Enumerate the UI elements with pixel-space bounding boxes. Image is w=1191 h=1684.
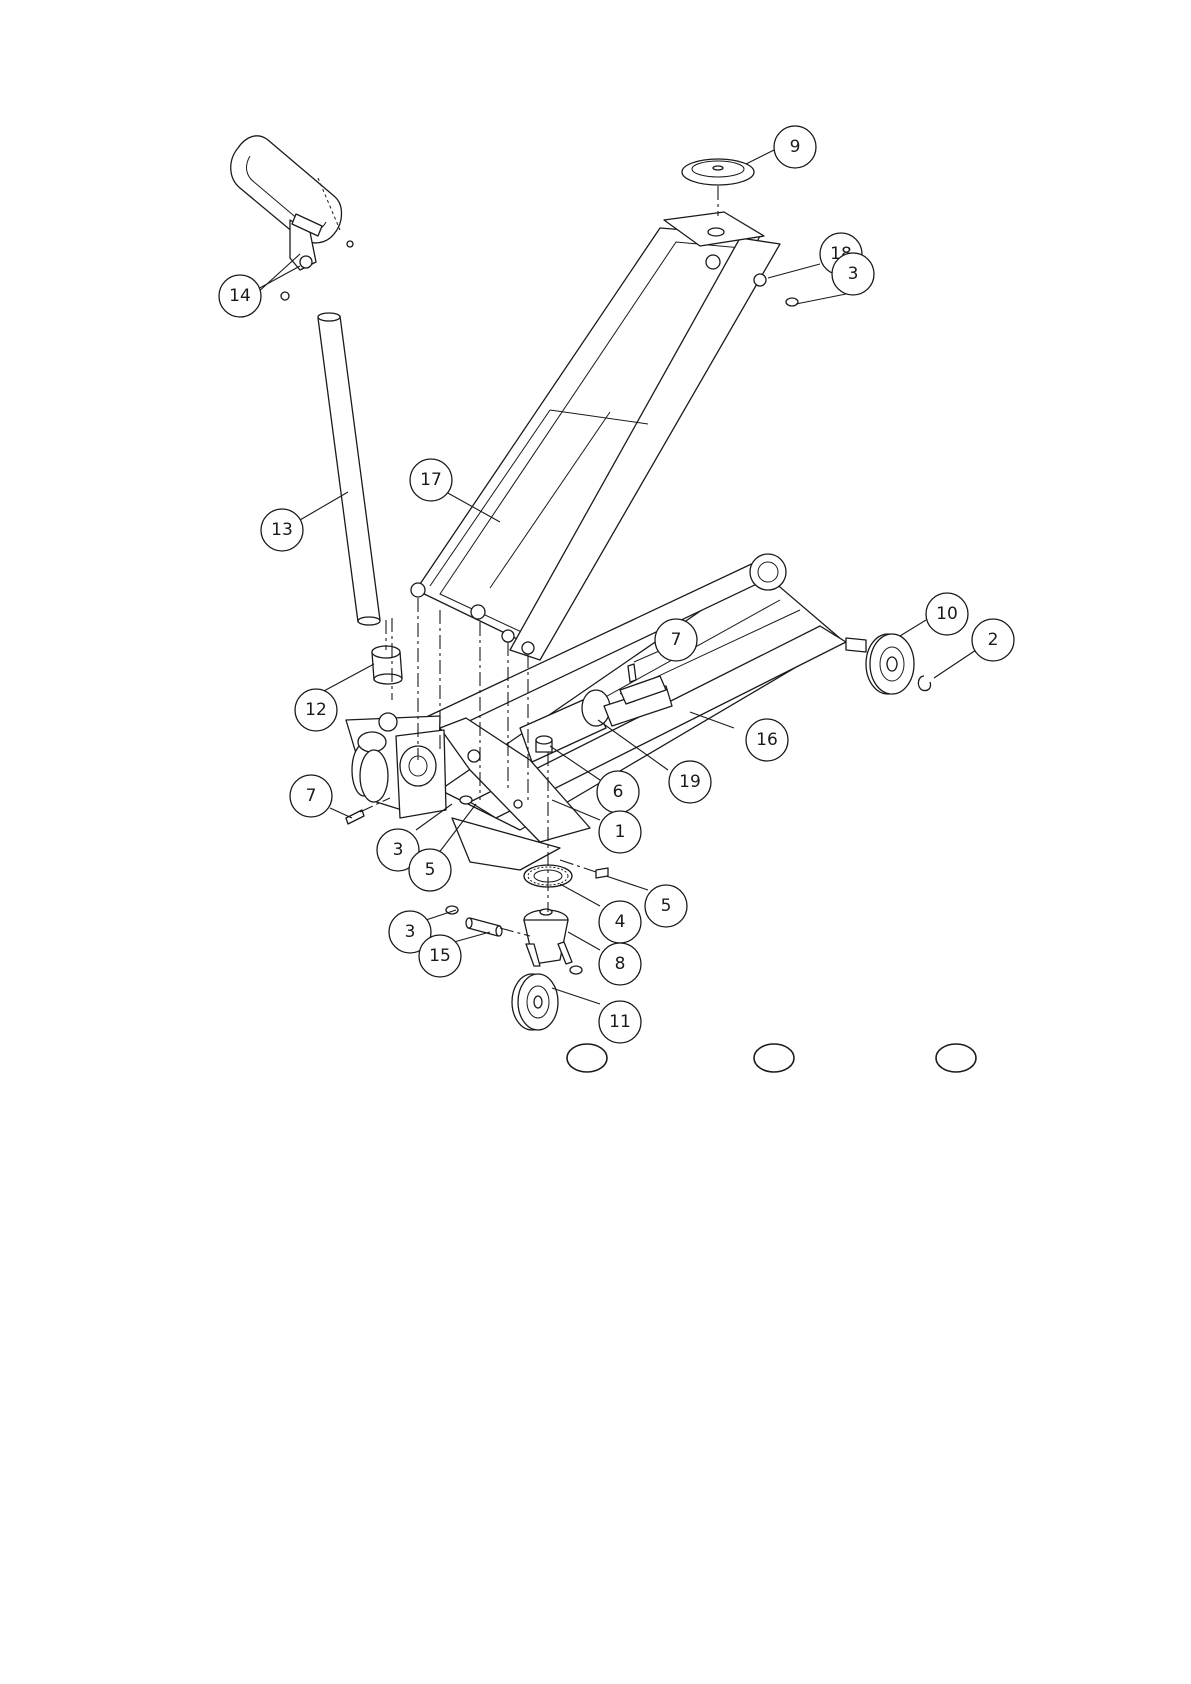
svg-text:3: 3 [848,264,859,284]
rear-wheel [846,634,914,694]
empty-balloon [754,1044,794,1072]
caster-bracket [524,909,582,974]
part-balloon-7: 7 [655,619,697,661]
svg-text:14: 14 [229,286,251,306]
svg-text:5: 5 [425,860,436,880]
svg-text:3: 3 [405,922,416,942]
part-balloon-10: 10 [926,593,968,635]
svg-text:7: 7 [671,630,682,650]
part-balloon-2: 2 [972,619,1014,661]
part-balloon-14: 14 [219,275,261,317]
svg-text:11: 11 [609,1012,631,1032]
part-balloon-8: 8 [599,943,641,985]
svg-text:17: 17 [420,470,442,490]
part-balloon-1: 1 [599,811,641,853]
snap-ring [918,676,930,691]
part-balloon-7: 7 [290,775,332,817]
part-balloon-11: 11 [599,1001,641,1043]
svg-text:5: 5 [661,896,672,916]
part-balloon-13: 13 [261,509,303,551]
svg-text:6: 6 [613,782,624,802]
part-balloon-15: 15 [419,935,461,977]
part-balloon-5: 5 [645,885,687,927]
handle-tube [318,313,380,625]
part-balloon-12: 12 [295,689,337,731]
svg-text:9: 9 [790,137,801,157]
part-balloon-3: 3 [832,253,874,295]
part-balloon-4: 4 [599,901,641,943]
empty-balloon [567,1044,607,1072]
svg-text:16: 16 [756,730,778,750]
svg-text:13: 13 [271,520,293,540]
oil-plug [536,736,552,752]
caster-wheel [512,974,558,1030]
part-balloon-9: 9 [774,126,816,168]
svg-text:19: 19 [679,772,701,792]
svg-text:10: 10 [936,604,958,624]
handle-grip [231,136,353,300]
svg-text:7: 7 [306,786,317,806]
svg-text:3: 3 [393,840,404,860]
part-balloon-16: 16 [746,719,788,761]
svg-text:12: 12 [305,700,327,720]
handle-socket-bushing [372,646,402,684]
empty-balloon [936,1044,976,1072]
part-balloon-5: 5 [409,849,451,891]
svg-text:15: 15 [429,946,451,966]
frame-front-wheel [360,750,388,802]
svg-text:1: 1 [615,822,626,842]
svg-text:4: 4 [615,912,626,932]
part-balloon-19: 19 [669,761,711,803]
part-balloon-6: 6 [597,771,639,813]
svg-text:8: 8 [615,954,626,974]
part-balloon-17: 17 [410,459,452,501]
svg-text:2: 2 [988,630,999,650]
